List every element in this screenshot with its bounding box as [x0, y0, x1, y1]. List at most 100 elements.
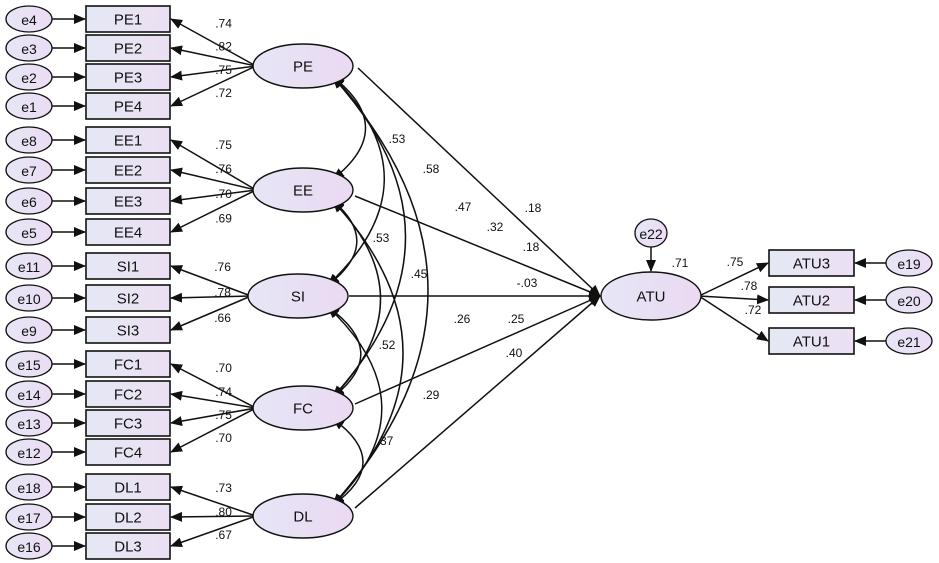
- error-term-e6: [5, 187, 53, 215]
- path-label: .25: [508, 312, 525, 326]
- path-label: .40: [506, 346, 523, 360]
- loading-label: .78: [214, 286, 231, 300]
- error-label: e11: [18, 259, 41, 275]
- loading-arrow: [170, 189, 257, 233]
- indicator-box-si1: [85, 252, 171, 280]
- structural-path-fc_atu: [354, 295, 601, 405]
- indicator-label: EE3: [114, 194, 142, 211]
- indicator-label: ATU2: [793, 293, 830, 310]
- error-label: e22: [639, 226, 663, 242]
- error-label: e5: [21, 225, 37, 241]
- indicator-box-pe3: [85, 63, 171, 91]
- covariance-label: .45: [411, 267, 428, 281]
- path-label: -.03: [517, 276, 538, 290]
- indicator-label: DL3: [114, 539, 142, 556]
- loading-arrow: [170, 139, 257, 191]
- loading-label: .76: [215, 162, 232, 176]
- error-label: e1: [21, 99, 37, 115]
- indicator-box-ee2: [85, 156, 171, 184]
- error-term-e21: [885, 327, 933, 355]
- indicator-box-atu3: [768, 249, 855, 277]
- covariance-label: .47: [455, 200, 472, 214]
- loading-arrow: [698, 295, 769, 342]
- r-squared-label: .71: [672, 256, 689, 270]
- indicator-label: EE1: [114, 133, 142, 150]
- error-term-e16: [5, 532, 53, 560]
- covariance-label: .58: [423, 162, 440, 176]
- loading-arrow: [170, 363, 257, 409]
- error-label: e10: [17, 291, 41, 307]
- latent-label: SI: [291, 289, 305, 306]
- error-label: e7: [21, 163, 37, 179]
- path-label: .18: [525, 201, 542, 215]
- latent-fc: [252, 385, 354, 431]
- error-label: e9: [21, 323, 37, 339]
- indicator-box-ee1: [85, 126, 171, 154]
- indicator-box-fc4: [85, 438, 171, 466]
- error-term-e22: [634, 218, 668, 248]
- error-label: e16: [17, 539, 41, 555]
- loading-arrow: [170, 511, 257, 522]
- indicator-box-si2: [85, 284, 171, 312]
- loading-label: .76: [214, 260, 231, 274]
- indicator-box-pe2: [85, 34, 171, 62]
- indicator-label: DL1: [114, 480, 142, 497]
- error-label: e13: [17, 416, 41, 432]
- indicator-label: EE4: [114, 225, 142, 242]
- indicator-box-dl3: [85, 532, 171, 560]
- indicator-box-atu2: [768, 286, 855, 314]
- loading-arrow: [698, 294, 769, 305]
- loading-arrow: [170, 65, 257, 81]
- loading-label: .78: [741, 279, 758, 293]
- indicator-label: SI3: [117, 323, 140, 340]
- latent-label: DL: [293, 509, 312, 526]
- covariance-fc-dl: [332, 418, 364, 506]
- error-label: e21: [897, 334, 921, 350]
- loading-arrow: [170, 45, 257, 67]
- indicator-box-ee4: [85, 218, 171, 246]
- loading-arrow: [170, 292, 252, 303]
- indicator-label: SI1: [117, 259, 140, 276]
- error-term-e14: [5, 380, 53, 408]
- covariance-label: .37: [377, 434, 394, 448]
- indicator-label: DL2: [114, 510, 142, 527]
- covariance-label: .32: [487, 220, 504, 234]
- error-label: e15: [17, 357, 41, 373]
- covariance-pe-ee: [332, 76, 367, 180]
- latent-label: PE: [293, 59, 313, 76]
- loading-label: .75: [215, 408, 232, 422]
- indicator-box-atu1: [768, 327, 855, 355]
- indicator-label: FC3: [114, 416, 142, 433]
- loading-label: .74: [215, 385, 232, 399]
- indicator-box-fc2: [85, 380, 171, 408]
- loading-label: .72: [215, 86, 232, 100]
- latent-ee: [252, 167, 354, 213]
- error-term-e9: [5, 316, 53, 344]
- indicator-box-dl2: [85, 503, 171, 531]
- loading-label: .67: [215, 528, 232, 542]
- error-label: e8: [21, 133, 37, 149]
- error-term-e17: [5, 503, 53, 531]
- loading-label: .75: [215, 63, 232, 77]
- error-term-e7: [5, 156, 53, 184]
- loading-arrow: [170, 65, 257, 107]
- loading-arrow: [170, 189, 257, 205]
- indicator-box-pe1: [85, 5, 171, 33]
- loading-arrow: [170, 515, 257, 548]
- indicator-box-fc3: [85, 409, 171, 437]
- loading-label: .70: [215, 431, 232, 445]
- loading-arrow: [170, 390, 257, 409]
- loading-label: .80: [215, 505, 232, 519]
- latent-label: ATU: [637, 289, 666, 306]
- covariance-label: .26: [454, 312, 471, 326]
- indicator-box-dl1: [85, 473, 171, 501]
- error-term-e18: [5, 473, 53, 501]
- error-label: e4: [21, 12, 37, 28]
- error-term-e4: [5, 5, 53, 33]
- indicator-box-si3: [85, 316, 171, 344]
- error-label: e17: [17, 510, 41, 526]
- error-label: e14: [17, 387, 41, 403]
- covariance-label: .29: [423, 388, 440, 402]
- loading-label: .70: [215, 361, 232, 375]
